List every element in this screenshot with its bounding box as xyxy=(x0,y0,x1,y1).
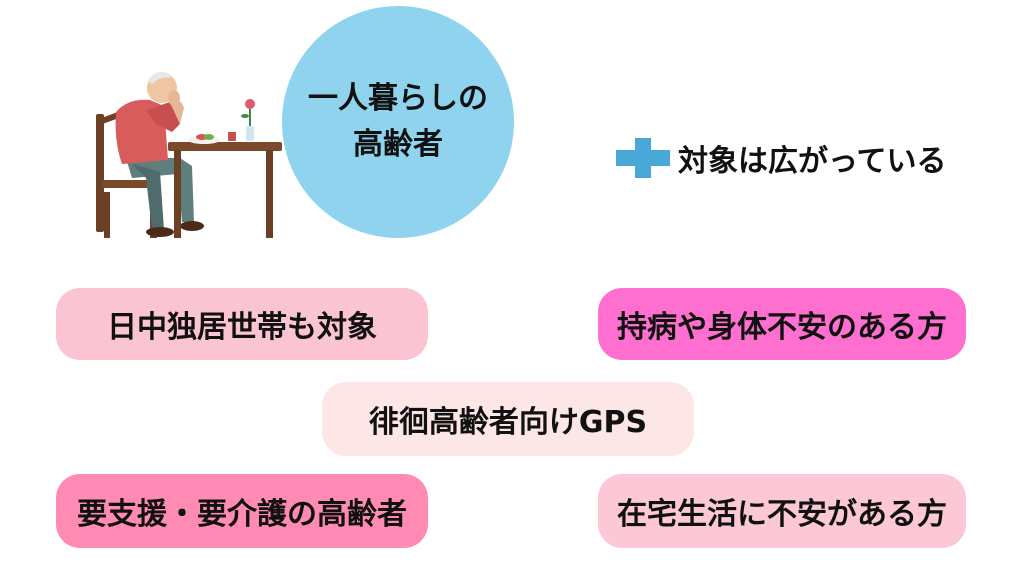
pill-chronic-illness: 持病や身体不安のある方 xyxy=(598,288,966,360)
pill-wandering-gps-label: 徘徊高齢者向けGPS xyxy=(368,405,648,440)
pill-care-support-label: 要支援・要介護の高齢者 xyxy=(77,497,407,532)
pill-chronic-illness-label: 持病や身体不安のある方 xyxy=(617,310,947,345)
plus-icon xyxy=(616,138,670,178)
pill-daytime-alone: 日中独居世帯も対象 xyxy=(56,288,428,360)
pill-home-anxiety: 在宅生活に不安がある方 xyxy=(598,474,966,548)
pill-wandering-gps: 徘徊高齢者向けGPS xyxy=(322,382,694,456)
circle-line-1: 一人暮らしの xyxy=(308,81,488,116)
elderly-man-at-table-illustration xyxy=(96,72,282,238)
pill-care-support: 要支援・要介護の高齢者 xyxy=(56,474,428,548)
circle-line-2: 高齢者 xyxy=(353,127,443,162)
pill-home-anxiety-label: 在宅生活に不安がある方 xyxy=(617,497,947,532)
target-circle: 一人暮らしの 高齢者 xyxy=(282,6,514,238)
pill-daytime-alone-label: 日中独居世帯も対象 xyxy=(107,310,377,345)
expansion-caption: 対象は広がっている xyxy=(678,144,947,179)
